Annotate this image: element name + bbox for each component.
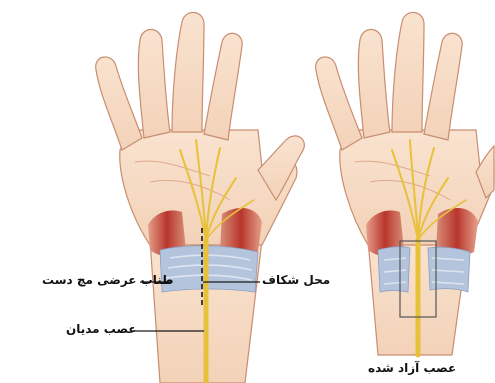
incision-site-label: محل شکاف: [262, 273, 330, 287]
right-middle-finger: [392, 12, 424, 132]
right-pinky: [316, 57, 362, 150]
left-middle-finger: [172, 12, 204, 132]
left-pinky: [96, 57, 142, 150]
freed-nerve-label: عصب آزاد شده: [368, 361, 456, 375]
right-ring-finger: [358, 30, 390, 139]
right-index-finger: [424, 33, 462, 140]
left-ring-finger: [138, 30, 170, 139]
transverse-ligament-label: طناب عرضی مچ دست: [42, 273, 173, 287]
median-nerve-label: عصب مدیان: [66, 322, 137, 336]
left-index-finger: [204, 33, 242, 140]
right-hand: [316, 12, 494, 355]
